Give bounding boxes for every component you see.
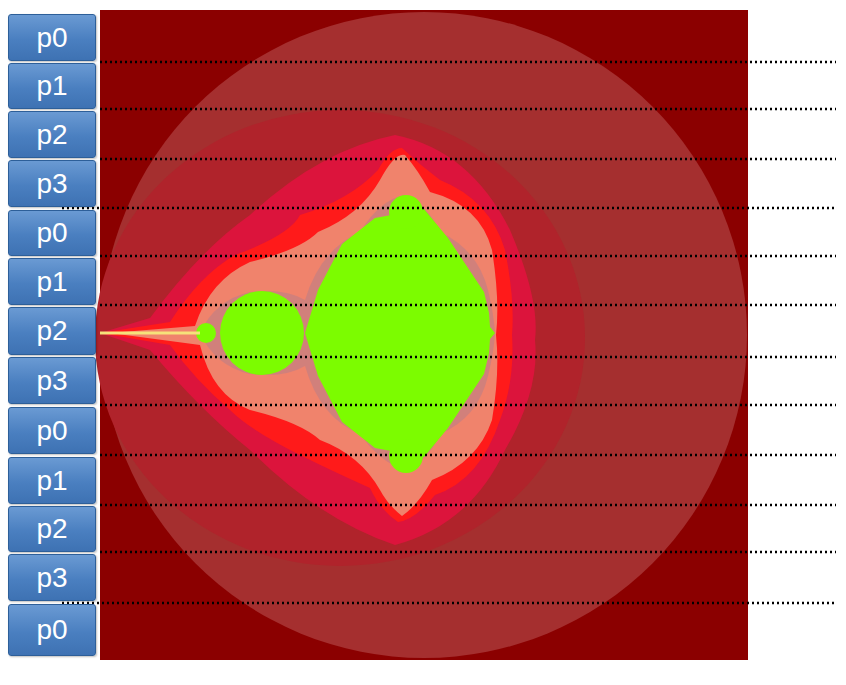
red-band [100, 148, 513, 522]
process-row-box: p0 [8, 604, 96, 656]
process-label: p2 [36, 515, 67, 543]
process-row-box: p3 [8, 554, 96, 601]
process-label: p3 [36, 367, 67, 395]
middle-escape-band [95, 110, 585, 566]
row-divider-lines [62, 62, 836, 603]
fringe-band [200, 195, 495, 470]
process-row-box: p2 [8, 111, 96, 158]
process-label: p1 [36, 268, 67, 296]
process-row-box: p1 [8, 457, 96, 504]
crimson-band [100, 135, 536, 545]
process-label: p0 [36, 24, 67, 52]
process-row-box: p3 [8, 357, 96, 404]
process-label: p0 [36, 417, 67, 445]
main-cardioid [305, 209, 495, 457]
process-row-box: p0 [8, 210, 96, 256]
process-label: p3 [36, 564, 67, 592]
period-two-bulb [220, 291, 304, 375]
process-row-box: p1 [8, 63, 96, 109]
real-axis-spike [100, 332, 200, 335]
process-row-box: p0 [8, 14, 96, 61]
image-background [100, 10, 748, 660]
process-label: p2 [36, 121, 67, 149]
process-label: p0 [36, 616, 67, 644]
process-label: p1 [36, 72, 67, 100]
process-row-box: p1 [8, 258, 96, 305]
process-label: p3 [36, 170, 67, 198]
process-label: p0 [36, 219, 67, 247]
process-row-box: p3 [8, 160, 96, 207]
process-label: p1 [36, 467, 67, 495]
process-row-box: p0 [8, 407, 96, 454]
top-bulb [389, 195, 423, 229]
process-label: p2 [36, 317, 67, 345]
process-row-box: p2 [8, 506, 96, 552]
process-row-box: p2 [8, 307, 96, 355]
